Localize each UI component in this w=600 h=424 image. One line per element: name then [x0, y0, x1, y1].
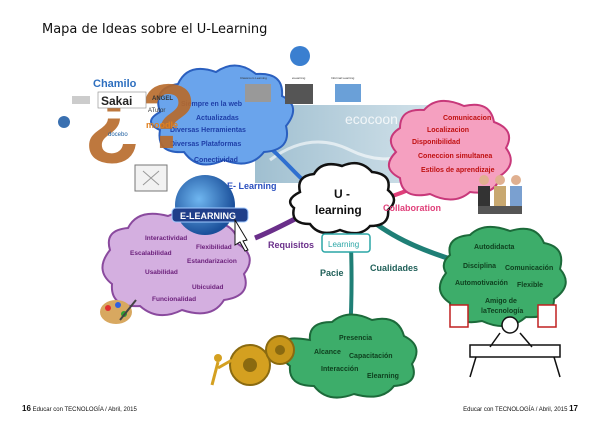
cloud-left-item: Usabilidad [145, 269, 178, 276]
cloud-left-item: Estandarizacion [187, 258, 237, 265]
brush-icon [119, 299, 137, 321]
globe-small-icon [290, 46, 310, 66]
cloud-cualidades [439, 225, 567, 328]
icon-label-informal: Informal Learning [331, 76, 355, 80]
pdf-file-icon-2 [537, 304, 557, 328]
center-cloud [288, 161, 396, 235]
cloud-bottom-item: Capacitación [349, 353, 393, 360]
cloud-bottom-item: Elearning [367, 373, 399, 380]
logo-small-icon [72, 96, 90, 104]
cloud-right-item: Estilos de aprendizaje [421, 167, 495, 174]
footer-left-text: Educar con TECNOLOGÍA / Abril, 2015 [32, 407, 137, 413]
branch-label-cualidades: Cualidades [370, 263, 418, 273]
cloud-cualidades-item: Automotivación [455, 280, 508, 287]
icon-label-elearning: eLearning [292, 76, 306, 80]
informal-learning-icon [335, 84, 361, 102]
cloud-cualidades-item: Flexible [517, 282, 543, 289]
page-number-right: 17 [569, 404, 578, 413]
footer-left: 16 Educar con TECNOLOGÍA / Abril, 2015 [22, 404, 137, 413]
cloud-left-item: Flexibilidad [196, 244, 232, 251]
footer-right-text: Educar con TECNOLOGÍA / Abril, 2015 [463, 407, 568, 413]
page-title: Mapa de Ideas sobre el U-Learning [42, 22, 268, 37]
cursor-icon [234, 218, 249, 252]
elearning-badge-label: E-LEARNING [180, 211, 236, 221]
cloud-cualidades-item: Autodidacta [474, 244, 515, 251]
center-title-line1: U - [334, 187, 350, 201]
gears-icon [210, 335, 295, 386]
logo-sakai: Sakai [101, 94, 132, 108]
learning-box-label: Learning [328, 240, 359, 249]
icon-label-classroom: Classroom Learning [240, 76, 267, 80]
cloud-bottom-item: Alcance [314, 349, 341, 356]
cloud-right-item: Comunicacion [443, 115, 491, 122]
cloud-top-item: Diversas Herramientas [170, 127, 246, 134]
cloud-top-item: Siempre en la web [181, 101, 242, 108]
cloud-cualidades-item: Comunicación [505, 265, 553, 272]
cloud-top-item: Actualizadas [196, 115, 239, 122]
cloud-right-item: Coneccion simultanea [418, 153, 492, 160]
cloud-top-item: Diversas Plataformas [170, 141, 241, 148]
globe-icon [175, 175, 235, 235]
elearning-devices-icon [285, 84, 313, 104]
cloud-left-item: Funcionalidad [152, 296, 196, 303]
cloud-bottom-item: Interacción [321, 366, 358, 373]
logo-sphere-icon [58, 116, 70, 128]
logo-sakai-box [97, 91, 147, 109]
branch-label-collaboration: Collaboration [383, 203, 441, 213]
page-number-left: 16 [22, 404, 31, 413]
cloud-top-item: Conectividad [194, 157, 238, 164]
question-mark-icon: ¿? [84, 66, 196, 168]
cloud-left-item: Escalabilidad [130, 250, 172, 257]
people-group-icon [478, 175, 522, 214]
cloud-cualidades-item: Amigo de [485, 298, 517, 305]
pdf-file-icon [449, 304, 469, 328]
learning-box [321, 233, 371, 253]
classroom-icon [245, 84, 271, 102]
center-title-line2: learning [315, 203, 362, 217]
branch-label-paciencia: Pacie [320, 268, 344, 278]
logo-angel: ANGEL [152, 96, 173, 102]
logo-chamilo: Chamilo [93, 78, 137, 90]
logo-docebo: docebo [108, 132, 128, 138]
cloud-cualidades-item: Disciplina [463, 263, 496, 270]
footer-right: Educar con TECNOLOGÍA / Abril, 2015 17 [463, 404, 578, 413]
watermark-text: ecocoon [345, 111, 398, 127]
branch-label-elearning: E- Learning [227, 181, 277, 191]
cloud-right-item: Disponibilidad [412, 139, 460, 146]
cloud-bottom-item: Presencia [339, 335, 372, 342]
cloud-left-item: Ubicuidad [192, 284, 223, 291]
cloud-cualidades-item: laTecnología [481, 308, 523, 315]
logo-atutor: ATutor [148, 108, 165, 114]
image-placeholder-cross [142, 170, 160, 186]
logo-moodle: moodle [146, 120, 178, 130]
cloud-left-item: Interactividad [145, 235, 187, 242]
branch-label-requisitos: Requisitos [268, 240, 314, 250]
cloud-right-item: Localizacion [427, 127, 469, 134]
elearning-badge [171, 207, 249, 223]
student-reading-icon [469, 316, 561, 378]
